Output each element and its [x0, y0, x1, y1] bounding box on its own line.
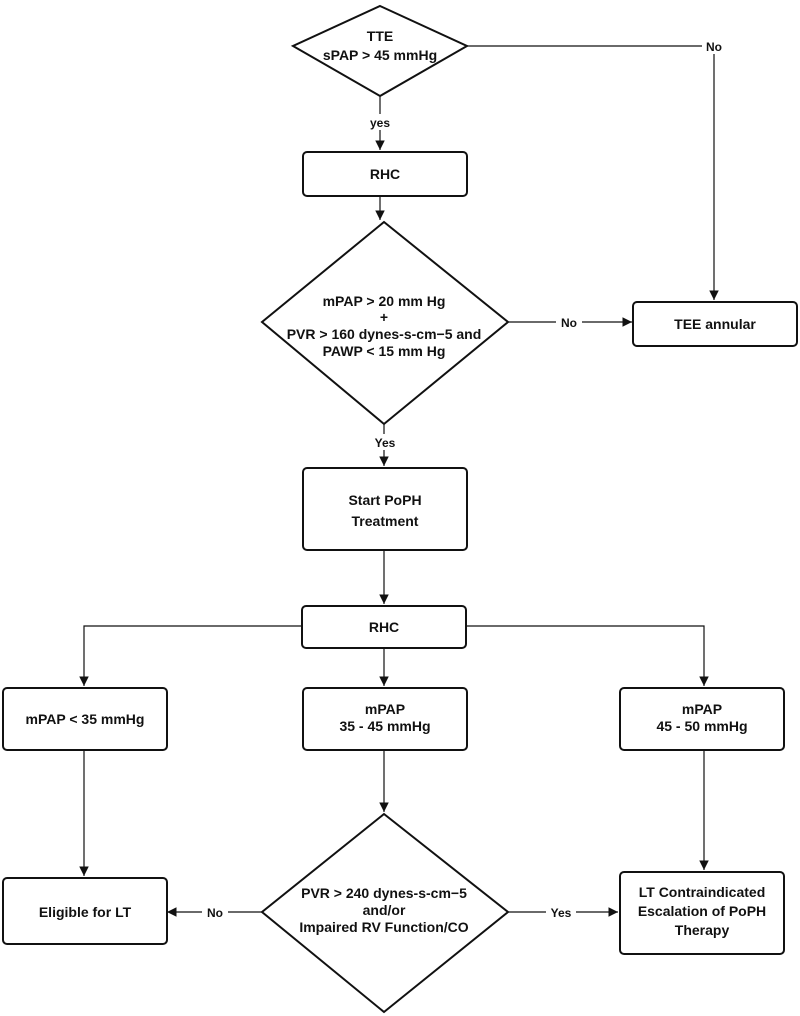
- node-criteria-decision: mPAP > 20 mm Hg + PVR > 160 dynes-s-cm−5…: [260, 220, 510, 426]
- edge-labels: yes No No Yes No Yes: [202, 38, 726, 920]
- node-pvr-line-3: Impaired RV Function/CO: [299, 919, 468, 935]
- node-high-line-2: 45 - 50 mmHg: [656, 718, 747, 734]
- node-tee-text: TEE annular: [674, 316, 756, 332]
- node-mpap-low: mPAP < 35 mmHg: [2, 687, 168, 751]
- node-tee-annular: TEE annular: [632, 301, 798, 347]
- node-mpap-high: mPAP 45 - 50 mmHg: [619, 687, 785, 751]
- edge-rhc2-high: [466, 625, 709, 686]
- node-rhc-1-text: RHC: [370, 166, 400, 182]
- node-contra-line-2: Escalation of PoPH: [638, 903, 766, 919]
- edge-tte-tee: [467, 45, 719, 300]
- edge-rhc2-low: [79, 625, 302, 686]
- node-rhc-2: RHC: [301, 605, 467, 649]
- node-rhc-2-text: RHC: [369, 619, 399, 635]
- node-criteria-line-2: +: [380, 309, 388, 325]
- node-pvr-line-1: PVR > 240 dynes-s-cm−5: [301, 885, 467, 901]
- node-low-text: mPAP < 35 mmHg: [26, 711, 145, 727]
- node-start-line-2: Treatment: [352, 513, 419, 529]
- node-criteria-line-1: mPAP > 20 mm Hg: [323, 293, 446, 309]
- node-criteria-line-3: PVR > 160 dynes-s-cm−5 and: [287, 326, 482, 342]
- label-criteria-yes: Yes: [375, 436, 396, 450]
- node-high-line-1: mPAP: [682, 701, 722, 717]
- label-tte-yes: yes: [370, 116, 390, 130]
- node-tte-line-1: TTE: [367, 28, 393, 44]
- node-mpap-mid: mPAP 35 - 45 mmHg: [302, 687, 468, 751]
- node-pvr-line-2: and/or: [363, 902, 406, 918]
- node-rhc-1: RHC: [302, 151, 468, 197]
- label-tte-no: No: [706, 40, 722, 54]
- label-pvr-no: No: [207, 906, 223, 920]
- node-contra-line-3: Therapy: [675, 922, 730, 938]
- node-tte-decision: TTE sPAP > 45 mmHg: [290, 4, 470, 98]
- node-tte-line-2: sPAP > 45 mmHg: [323, 47, 437, 63]
- node-contra-line-1: LT Contraindicated: [639, 884, 766, 900]
- node-criteria-line-4: PAWP < 15 mm Hg: [323, 343, 446, 359]
- node-start-line-1: Start PoPH: [348, 492, 421, 508]
- node-eligible-text: Eligible for LT: [39, 904, 132, 920]
- node-mid-line-1: mPAP: [365, 701, 405, 717]
- label-pvr-yes: Yes: [551, 906, 572, 920]
- node-lt-contraindicated: LT Contraindicated Escalation of PoPH Th…: [619, 871, 785, 955]
- node-mid-line-2: 35 - 45 mmHg: [339, 718, 430, 734]
- label-criteria-no: No: [561, 316, 577, 330]
- node-eligible-lt: Eligible for LT: [2, 877, 168, 945]
- node-start-treatment: Start PoPH Treatment: [302, 467, 468, 551]
- node-pvr-decision: PVR > 240 dynes-s-cm−5 and/or Impaired R…: [260, 812, 510, 1014]
